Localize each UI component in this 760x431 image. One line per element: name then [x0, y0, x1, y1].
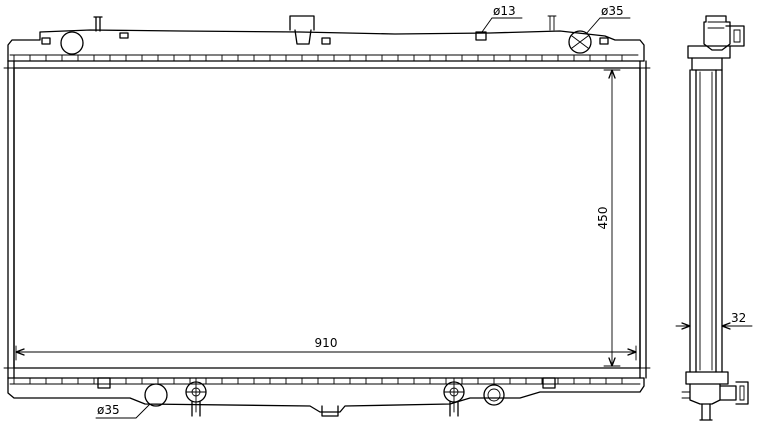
bottom-tank: [7, 377, 645, 417]
top-tank: [7, 15, 645, 62]
depth-dimension-label: 32: [731, 311, 746, 325]
outlet-diameter-label: ø35: [97, 403, 120, 417]
width-dimension: 910: [15, 336, 637, 361]
radiator-core: [3, 60, 651, 379]
inlet-diameter-label: ø35: [601, 4, 624, 18]
width-dimension-label: 910: [315, 336, 338, 350]
depth-dimension: 32: [675, 311, 753, 330]
height-dimension: 450: [596, 69, 621, 367]
outlet-diameter-callout: ø35: [95, 403, 151, 419]
radiator-front-view: 910 450 ø13 ø35 ø35: [3, 4, 651, 419]
bleed-diameter-label: ø13: [493, 4, 516, 18]
bleed-diameter-callout: ø13: [481, 4, 523, 33]
height-dimension-label: 450: [596, 207, 610, 230]
radiator-side-view: 32: [675, 15, 753, 421]
inlet-diameter-callout: ø35: [585, 4, 631, 35]
